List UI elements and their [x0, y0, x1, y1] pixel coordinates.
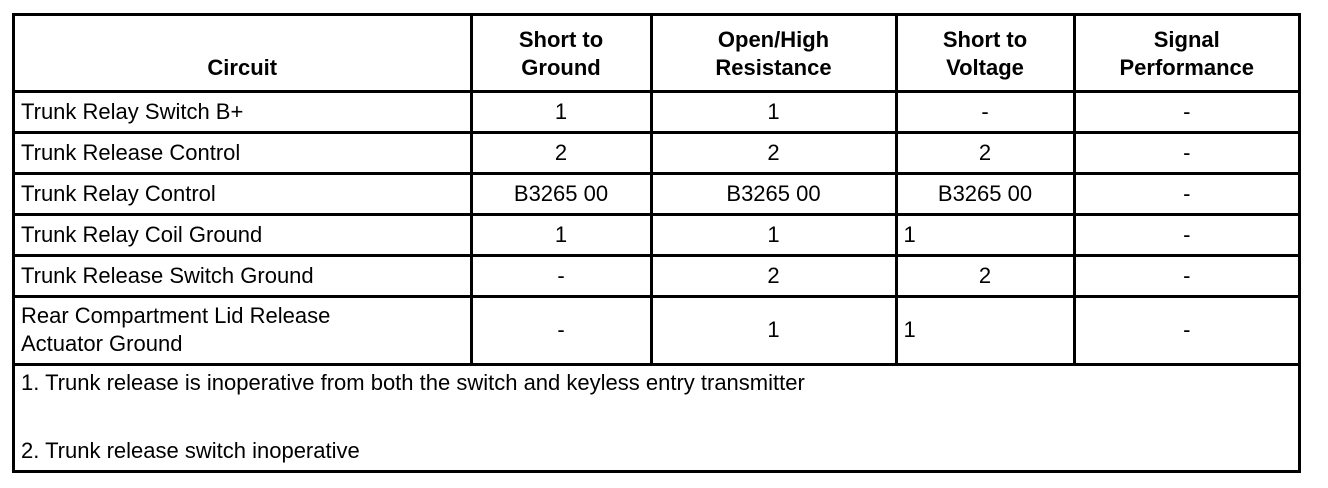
short-to-ground-cell: 2 [469, 130, 653, 175]
circuit-cell: Trunk Relay Control [15, 171, 473, 216]
table-row: Trunk Relay Coil Ground 1 1 1 - [15, 212, 1298, 257]
open-high-resistance-cell: 1 [649, 212, 898, 257]
table-row: Trunk Release Switch Ground - 2 2 - [15, 253, 1298, 298]
signal-performance-cell: - [1072, 212, 1298, 257]
signal-performance-cell: - [1072, 253, 1298, 298]
circuit-cell: Trunk Release Control [15, 130, 473, 175]
short-to-ground-cell: 1 [469, 89, 653, 134]
short-to-ground-cell: 1 [469, 212, 653, 257]
note-spacer [21, 397, 1292, 437]
short-to-voltage-cell: B3265 00 [894, 171, 1076, 216]
open-high-resistance-cell: B3265 00 [649, 171, 898, 216]
open-high-resistance-cell: 2 [649, 130, 898, 175]
short-to-ground-cell: - [469, 253, 653, 298]
short-to-voltage-cell: 1 [894, 212, 1076, 257]
signal-performance-cell: - [1072, 130, 1298, 175]
signal-performance-cell: - [1072, 171, 1298, 216]
short-to-ground-cell: - [469, 294, 653, 366]
open-high-resistance-cell: 1 [649, 89, 898, 134]
note-2: 2. Trunk release switch inoperative [21, 438, 360, 463]
header-label: Circuit [207, 54, 278, 80]
open-high-resistance-cell: 1 [649, 294, 898, 366]
short-to-voltage-cell: 2 [894, 130, 1076, 175]
short-to-ground-cell: B3265 00 [469, 171, 653, 216]
circuit-cell: Trunk Relay Switch B+ [15, 89, 473, 134]
circuit-cell: Trunk Relay Coil Ground [15, 212, 473, 257]
table-row: Trunk Relay Switch B+ 1 1 - - [15, 89, 1298, 134]
short-to-voltage-cell: 1 [894, 294, 1076, 366]
short-to-voltage-cell: - [894, 89, 1076, 134]
table-row: Trunk Relay Control B3265 00 B3265 00 B3… [15, 171, 1298, 216]
circuit-cell: Trunk Release Switch Ground [15, 253, 473, 298]
table-row: Trunk Release Control 2 2 2 - [15, 130, 1298, 175]
signal-performance-cell: - [1072, 89, 1298, 134]
signal-performance-cell: - [1072, 294, 1298, 366]
table-notes: 1. Trunk release is inoperative from bot… [15, 360, 1298, 470]
short-to-voltage-cell: 2 [894, 253, 1076, 298]
open-high-resistance-cell: 2 [649, 253, 898, 298]
note-1: 1. Trunk release is inoperative from bot… [21, 370, 805, 395]
header-circuit: Circuit [15, 16, 473, 93]
